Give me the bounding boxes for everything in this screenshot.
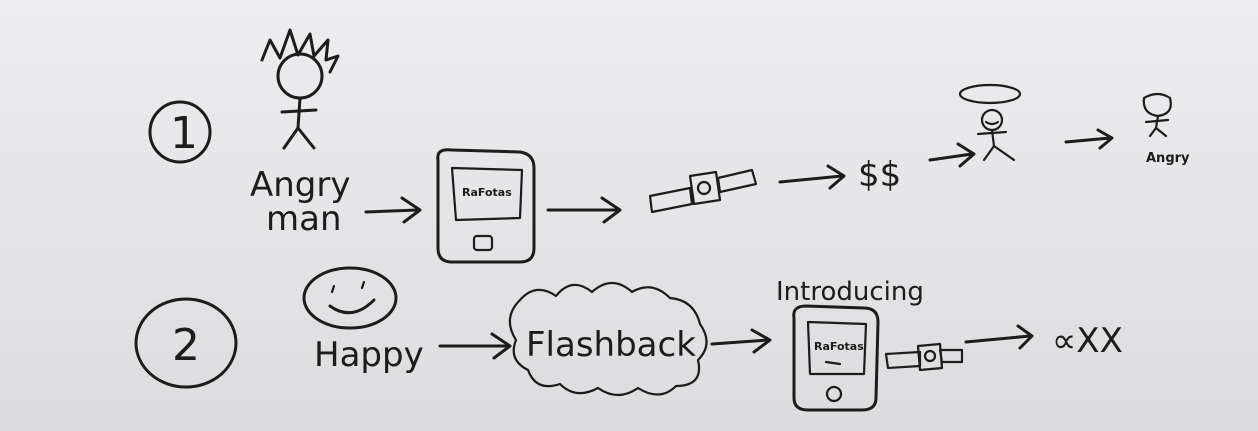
arrow-icon	[1064, 128, 1114, 150]
flashback-cloud: Flashback	[508, 281, 708, 397]
row1-number-circle	[148, 100, 212, 164]
money-label: $$	[858, 155, 901, 195]
introducing-label: Introducing	[776, 277, 924, 307]
phone-icon: RaFotas	[436, 148, 536, 264]
phone-icon: RaFotas	[792, 304, 880, 412]
row2-number: 2	[172, 320, 200, 371]
small-angry-label: Angry	[1146, 151, 1190, 166]
watch-icon	[648, 168, 758, 214]
angry-man-figure	[260, 28, 340, 150]
phone1-screen-text: RaFotas	[462, 186, 512, 199]
arrow-icon	[964, 324, 1034, 350]
arrow-icon	[364, 196, 422, 224]
arrow-icon	[778, 164, 846, 190]
arrow-icon	[928, 142, 976, 168]
row2-number-circle	[134, 297, 238, 389]
angry-label-line2: man	[266, 199, 342, 239]
happy-label: Happy	[314, 335, 424, 375]
arrow-icon	[438, 332, 512, 360]
arrow-icon	[546, 196, 622, 224]
phone2-screen-text: RaFotas	[814, 340, 864, 353]
arrow-icon	[710, 328, 772, 354]
smiley-face-icon	[302, 266, 398, 330]
halo-figure	[958, 83, 1022, 162]
small-angry-figure	[1142, 92, 1172, 138]
ending-label: ∝XX	[1052, 321, 1123, 361]
watch-icon	[884, 342, 964, 372]
flashback-label: Flashback	[526, 325, 696, 365]
row1-number: 1	[170, 108, 198, 159]
angry-label-line1: Angry	[250, 165, 351, 205]
